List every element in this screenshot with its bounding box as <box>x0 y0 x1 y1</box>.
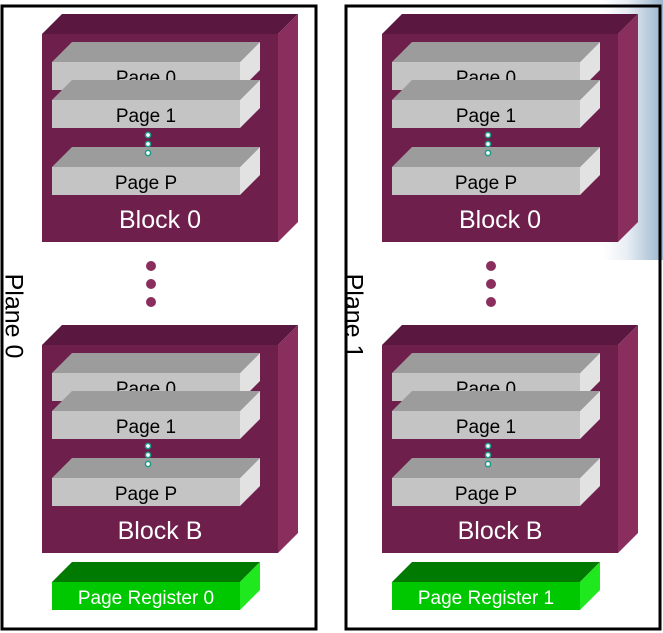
ellipsis-dot <box>146 279 156 289</box>
page-1-top <box>52 80 260 100</box>
page-1-side <box>240 80 260 128</box>
ellipsis-dot <box>486 297 496 307</box>
page-0-top <box>392 42 600 62</box>
page-label: Page P <box>115 484 177 505</box>
page-2-top <box>392 147 600 167</box>
page-2-top <box>52 147 260 167</box>
connector-dot <box>484 140 492 148</box>
page-register: Page Register 1 <box>392 562 600 610</box>
connector-dot <box>144 131 152 139</box>
ellipsis-dot <box>486 261 496 271</box>
page-1-side <box>580 80 600 128</box>
block-label: Block 0 <box>459 206 541 234</box>
block-label: Block B <box>458 517 543 545</box>
page-1 <box>52 80 260 128</box>
connector-dot <box>484 460 492 468</box>
connector-dot <box>484 442 492 450</box>
page-2-front <box>392 478 580 506</box>
page-2-top <box>52 458 260 478</box>
page-2-side <box>580 147 600 195</box>
page-register-front <box>52 582 240 610</box>
page-0-side <box>240 353 260 401</box>
page-register-label: Page Register 0 <box>78 588 214 609</box>
page-register-front <box>392 582 580 610</box>
connector-dot <box>144 451 152 459</box>
block-0-top <box>42 14 298 34</box>
page-label: Page 1 <box>116 106 176 127</box>
block-0-top <box>382 14 638 34</box>
ellipsis-dot <box>486 279 496 289</box>
page-1-side <box>580 391 600 439</box>
page-2 <box>52 147 260 195</box>
page-label: Page P <box>455 173 517 194</box>
page-register-top <box>392 562 600 582</box>
block-label: Block 0 <box>119 206 201 234</box>
page-1-top <box>52 391 260 411</box>
page-2-front <box>52 478 240 506</box>
page-0-top <box>392 353 600 373</box>
page-0-top <box>52 353 260 373</box>
page-1-front <box>392 411 580 439</box>
block-0-side <box>278 14 298 242</box>
page-2 <box>392 458 600 506</box>
connector-dot <box>484 131 492 139</box>
block-1-top <box>42 325 298 345</box>
connector-dot <box>144 442 152 450</box>
page-0-top <box>52 42 260 62</box>
connector-dot <box>144 460 152 468</box>
plane-label: Plane 1 <box>339 274 367 359</box>
block-1-top <box>382 325 638 345</box>
page-0-side <box>580 353 600 401</box>
page-0-side <box>580 42 600 90</box>
page-label: Page 1 <box>116 417 176 438</box>
page-register-side <box>240 562 260 610</box>
page-2-front <box>392 167 580 195</box>
ellipsis-dot <box>146 297 156 307</box>
connector-dot <box>144 149 152 157</box>
page-2 <box>392 147 600 195</box>
connector-dot <box>144 140 152 148</box>
plane-frame <box>0 4 318 631</box>
page-1-front <box>52 100 240 128</box>
page-register: Page Register 0 <box>52 562 260 610</box>
page-label: Page P <box>455 484 517 505</box>
page-2-top <box>392 458 600 478</box>
page-1-side <box>240 391 260 439</box>
page-2-front <box>52 167 240 195</box>
ellipsis-dot <box>146 261 156 271</box>
page-label: Page 1 <box>456 417 516 438</box>
page-register-label: Page Register 1 <box>418 588 554 609</box>
page-label: Page P <box>115 173 177 194</box>
page-1-front <box>52 411 240 439</box>
page-label: Page 1 <box>456 106 516 127</box>
page-1 <box>52 391 260 439</box>
page-2-side <box>240 147 260 195</box>
page-1-front <box>392 100 580 128</box>
block-1-side <box>278 325 298 553</box>
page-0-side <box>240 42 260 90</box>
page-2-side <box>580 458 600 506</box>
page-1 <box>392 80 600 128</box>
page-register-top <box>52 562 260 582</box>
connector-dot <box>484 451 492 459</box>
plane-frame <box>344 4 662 631</box>
page-1-top <box>392 391 600 411</box>
page-2 <box>52 458 260 506</box>
page-2-side <box>240 458 260 506</box>
block-label: Block B <box>118 517 203 545</box>
block-0-side <box>618 14 638 242</box>
plane-label: Plane 0 <box>0 274 27 359</box>
page-1-top <box>392 80 600 100</box>
page-register-side <box>580 562 600 610</box>
connector-dot <box>484 149 492 157</box>
block-1-side <box>618 325 638 553</box>
page-1 <box>392 391 600 439</box>
